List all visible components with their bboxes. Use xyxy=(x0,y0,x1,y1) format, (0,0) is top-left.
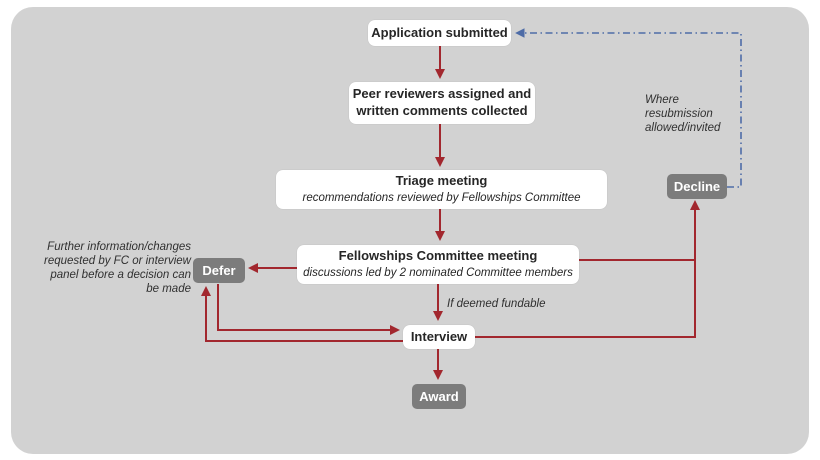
node-triage-sublabel: recommendations reviewed by Fellowships … xyxy=(302,192,581,205)
arrow-interview-to-defer xyxy=(201,286,403,342)
node-decline: Decline xyxy=(667,174,727,199)
node-defer-label: Defer xyxy=(202,263,236,278)
node-award: Award xyxy=(412,384,466,409)
node-peer-reviewers: Peer reviewers assigned and written comm… xyxy=(349,82,535,124)
node-application-label: Application submitted xyxy=(371,24,508,40)
node-fellowships-committee-meeting: Fellowships Committee meeting discussion… xyxy=(297,245,579,284)
annotation-defer-note: Further information/changes requested by… xyxy=(43,241,191,296)
annotation-if-deemed-fundable: If deemed fundable xyxy=(447,298,546,310)
node-defer: Defer xyxy=(193,258,245,283)
node-award-label: Award xyxy=(419,389,459,404)
node-triage-meeting: Triage meeting recommendations reviewed … xyxy=(276,170,607,209)
node-application-submitted: Application submitted xyxy=(368,20,511,46)
node-decline-label: Decline xyxy=(673,179,721,194)
annotation-resubmission-note: Where resubmission allowed/invited xyxy=(645,94,721,135)
node-interview: Interview xyxy=(403,325,475,349)
node-peer-label: Peer reviewers assigned and written comm… xyxy=(352,86,532,118)
node-fc-sublabel: discussions led by 2 nominated Committee… xyxy=(303,267,573,280)
node-interview-label: Interview xyxy=(410,328,468,344)
arrow-defer-to-interview xyxy=(217,284,400,335)
node-triage-label: Triage meeting xyxy=(395,173,488,189)
diagram-canvas: Application submitted Peer reviewers ass… xyxy=(11,7,809,454)
node-fc-label: Fellowships Committee meeting xyxy=(338,248,538,264)
